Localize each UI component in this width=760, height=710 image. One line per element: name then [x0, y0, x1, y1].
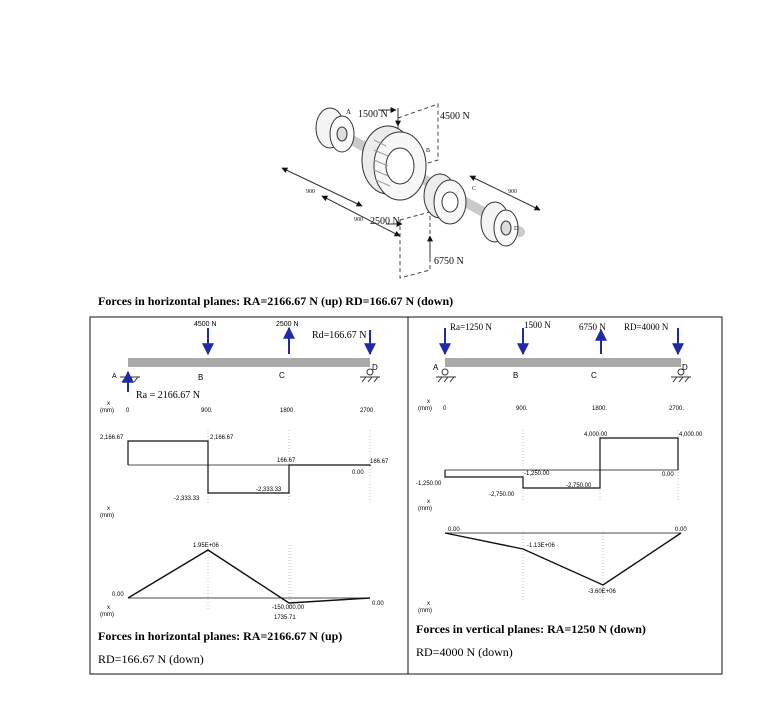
left-moment-label-3: -150,000.00 [272, 605, 305, 611]
shaft-figure-labels: A B C D 1500 N 4500 N 2500 N 6750 N 900 … [306, 108, 519, 267]
force-label-2500: 2500 N [370, 216, 400, 227]
left-moment-axis-unit: (mm) [100, 612, 114, 618]
right-shear-label-4: -1,250.00 [524, 471, 550, 477]
dim-label-2: 900 [354, 217, 363, 223]
right-tick-0: 0 [443, 406, 447, 412]
right-shear-label-5: -2,750.00 [489, 492, 515, 498]
right-load-label-1500: 1500 N [524, 320, 551, 330]
right-moment-label-4: 0.00 [675, 527, 687, 533]
shaft-figure [281, 103, 541, 279]
right-shear-label-3: -1,250.00 [416, 481, 442, 487]
caption-bottom-left-1: Forces in horizontal planes: RA=2166.67 … [98, 629, 342, 643]
dim-label-3: 900 [508, 189, 517, 195]
left-axis-unit: (mm) [100, 408, 114, 414]
left-point-a: A [112, 373, 117, 380]
force-label-6750: 6750 N [434, 256, 464, 267]
right-shear-label-6: -2,750.00 [566, 483, 592, 489]
right-point-b: B [513, 371, 518, 380]
right-shear-label-2: 4,000.00 [679, 432, 703, 438]
left-shear-label-7: 0.00 [352, 470, 364, 476]
right-moment-axis-unit: (mm) [418, 608, 432, 614]
left-point-d: D [372, 363, 378, 372]
left-point-b: B [198, 373, 203, 382]
left-load-label-ra: Ra = 2166.67 N [136, 390, 200, 401]
right-point-c: C [591, 371, 597, 380]
left-shear-label-1: 2,166.67 [100, 435, 124, 441]
left-shear-label-5: 166.67 [277, 458, 296, 464]
right-support-a [436, 368, 456, 383]
right-moment-curve [444, 532, 682, 586]
right-shear-label-7: 0.00 [662, 472, 674, 478]
right-shear-label-1: 4,000.00 [584, 432, 608, 438]
left-moment-label-5: 0.00 [372, 601, 384, 607]
panel-frame [89, 316, 723, 675]
right-point-a: A [433, 363, 439, 372]
right-moment-label-2: -1.13E+06 [527, 543, 556, 549]
left-moment-axis-x: x [107, 605, 110, 611]
caption-bottom-left-2: RD=166.67 N (down) [98, 652, 204, 666]
left-tick-900: 900. [201, 408, 213, 414]
right-moment-axis-x: x [427, 601, 430, 607]
left-moment-label-2: 0.00 [112, 592, 124, 598]
left-tick-2700: 2700. [360, 408, 375, 414]
right-shear-axis-unit: (mm) [418, 506, 432, 512]
left-shear-curve [127, 440, 371, 494]
right-moment-label-1: 0.00 [448, 527, 460, 533]
point-label-c: C [472, 186, 476, 192]
left-moment-label-1: 1.95E+06 [193, 543, 220, 549]
left-load-label-2500: 2500 N [276, 321, 299, 328]
left-panel: 4500 N 2500 N Rd=166.67 N Ra = 2166.67 N… [98, 321, 389, 666]
left-shear-label-6: 166.67 [370, 459, 389, 465]
right-moment-label-3: -3.60E+06 [588, 589, 617, 595]
left-load-label-rd: Rd=166.67 N [312, 330, 367, 341]
left-load-label-4500: 4500 N [194, 321, 217, 328]
force-label-1500: 1500 N [358, 109, 388, 120]
left-shear-label-4: -2,333.33 [256, 487, 282, 493]
left-support-a [120, 376, 140, 383]
left-shear-label-2: 2,166.67 [210, 435, 234, 441]
left-tick-0: 0 [126, 408, 130, 414]
left-beam [128, 358, 370, 367]
right-tick-2700: 2700. [669, 406, 684, 412]
left-tick-1800: 1800. [280, 408, 295, 414]
right-support-d [671, 368, 691, 383]
right-tick-1800: 1800. [592, 406, 607, 412]
right-load-label-6750: 6750 N [579, 322, 606, 332]
left-shear-axis-x: x [107, 506, 110, 512]
left-moment-grid [207, 545, 292, 610]
point-label-b: B [426, 148, 430, 154]
caption-top: Forces in horizontal planes: RA=2166.67 … [98, 294, 453, 308]
right-load-label-ra: Ra=1250 N [450, 322, 492, 332]
right-point-d: D [682, 363, 688, 372]
right-axis-x: x [427, 399, 430, 405]
left-shear-label-3: -2,333.33 [174, 496, 200, 502]
left-moment-label-4: 1735.71 [274, 615, 296, 621]
right-tick-900: 900. [516, 406, 528, 412]
right-shear-axis-x: x [427, 499, 430, 505]
left-moment-curve [127, 549, 371, 604]
left-shear-axis-unit: (mm) [100, 513, 114, 519]
right-panel: Ra=1250 N 1500 N 6750 N RD=4000 N A B C … [416, 320, 703, 659]
left-point-c: C [279, 371, 285, 380]
right-axis-unit: (mm) [418, 406, 432, 412]
left-axis-x: x [107, 401, 110, 407]
right-load-label-rd: RD=4000 N [624, 322, 669, 332]
caption-bottom-right-2: RD=4000 N (down) [416, 645, 513, 659]
caption-bottom-right-1: Forces in vertical planes: RA=1250 N (do… [416, 622, 646, 636]
left-support-d [360, 368, 380, 383]
dim-label-1: 900 [306, 189, 315, 195]
force-label-4500: 4500 N [440, 111, 470, 122]
right-beam [445, 358, 681, 367]
point-label-a: A [346, 108, 351, 116]
point-label-d: D [514, 226, 519, 232]
right-shear-curve [444, 437, 679, 489]
